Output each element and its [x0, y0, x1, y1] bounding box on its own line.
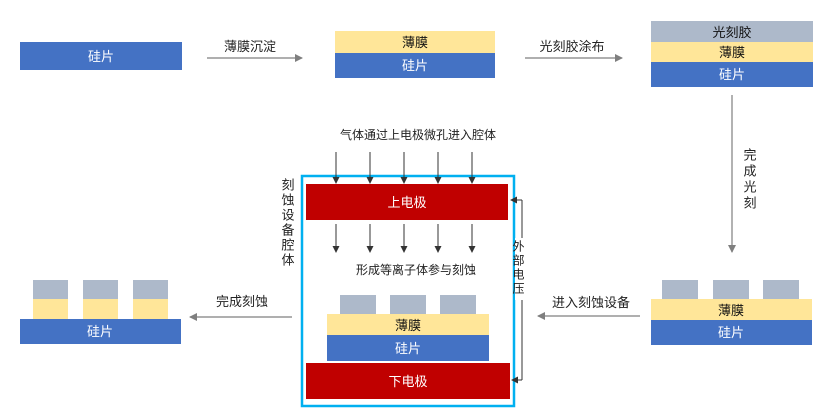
wafer-label: 硅片 [87, 325, 113, 340]
wafer-layer [20, 42, 182, 70]
voltage-label: 外部电压 [511, 240, 525, 296]
film-block [133, 299, 168, 319]
wafer-layer [651, 320, 812, 345]
chamber-label: 刻蚀设备腔体 [279, 178, 295, 268]
wafer-label: 硅片 [88, 50, 114, 65]
photoresist-block [33, 280, 68, 299]
lower-electrode-label: 下电极 [388, 375, 427, 390]
plasma-arrows [332, 224, 476, 253]
gas-inlet-arrows [332, 152, 476, 184]
voltage-label-bg [515, 238, 531, 300]
photoresist-block [133, 280, 168, 299]
gas-note: 气体通过上电极微孔进入腔体 [340, 127, 496, 142]
photoresist-block [340, 295, 376, 314]
film-label: 薄膜 [719, 46, 745, 61]
wafer-label: 硅片 [718, 326, 744, 341]
chamber-border [300, 174, 516, 408]
film-label: 薄膜 [395, 319, 421, 334]
wafer-layer [20, 319, 181, 344]
upper-electrode [306, 184, 508, 220]
step-photoresist-coating: 光刻胶涂布 [525, 39, 623, 62]
stage-photoresist-film-wafer: 光刻胶 薄膜 硅片 [651, 21, 813, 87]
step-label: 光刻胶涂布 [539, 39, 604, 55]
film-layer [651, 299, 812, 320]
step-enter-etching-equipment: 进入刻蚀设备 [537, 295, 640, 320]
film-layer [327, 314, 489, 335]
photoresist-block [713, 280, 749, 299]
film-layer [335, 31, 495, 53]
step-complete-etching: 完成刻蚀 [189, 295, 292, 321]
wafer-layer [335, 53, 495, 78]
stage-patterned-photoresist: 薄膜 硅片 [651, 280, 812, 345]
upper-electrode-label: 上电极 [387, 196, 426, 211]
film-label: 薄膜 [718, 304, 744, 319]
etching-chamber: 刻蚀设备腔体 气体通过上电极微孔进入腔体 上电极 形成等离子体参与刻蚀 薄 [279, 127, 531, 408]
step-label: 完成刻蚀 [216, 295, 268, 310]
stage-bare-wafer: 硅片 [20, 42, 182, 70]
wafer-layer [327, 335, 489, 361]
photoresist-block [763, 280, 799, 299]
step-film-deposition: 薄膜沉淀 [207, 40, 303, 62]
plasma-note: 形成等离子体参与刻蚀 [356, 262, 476, 277]
film-block [33, 299, 68, 319]
wafer-label: 硅片 [719, 68, 745, 83]
photoresist-block [440, 295, 476, 314]
step-label: 薄膜沉淀 [224, 40, 276, 55]
step-complete-lithography: 完成光刻 [728, 95, 757, 253]
stage-film-on-wafer: 薄膜 硅片 [335, 31, 495, 78]
wafer-layer [651, 62, 813, 87]
step-label: 进入刻蚀设备 [552, 295, 630, 311]
step-label: 完成光刻 [741, 148, 757, 212]
photoresist-label: 光刻胶 [712, 25, 751, 41]
photoresist-block [83, 280, 118, 299]
photoresist-layer [651, 21, 813, 42]
photoresist-block [662, 280, 698, 299]
film-label: 薄膜 [402, 36, 428, 51]
photoresist-block [390, 295, 426, 314]
external-voltage-circuit: 外部电压 [510, 196, 531, 384]
wafer-label: 硅片 [402, 59, 428, 74]
wafer-label: 硅片 [395, 342, 421, 357]
film-block [83, 299, 118, 319]
lower-electrode [306, 363, 510, 399]
stage-etched-result: 硅片 [20, 280, 181, 344]
film-layer [651, 42, 813, 62]
